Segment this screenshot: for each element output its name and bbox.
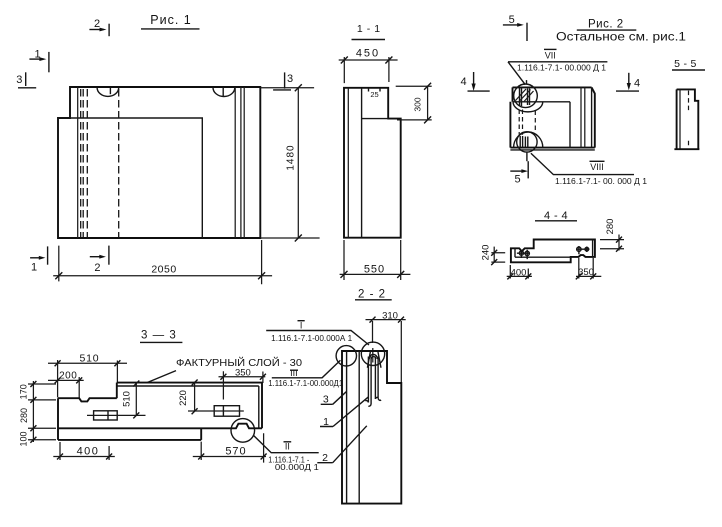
svg-text:4 - 4: 4 - 4 (544, 210, 568, 222)
svg-text:3: 3 (323, 394, 329, 406)
svg-text:550: 550 (364, 264, 385, 276)
svg-text:ФАКТУРНЫЙ СЛОЙ - 30: ФАКТУРНЫЙ СЛОЙ - 30 (176, 356, 302, 369)
svg-text:100: 100 (19, 431, 29, 446)
svg-text:4: 4 (634, 78, 640, 90)
svg-text:1.116.1-7.1- 00.000 Д 1: 1.116.1-7.1- 00.000 Д 1 (517, 64, 607, 73)
svg-text:5: 5 (509, 14, 515, 26)
svg-text:400: 400 (511, 268, 527, 279)
svg-text:400: 400 (77, 446, 100, 458)
svg-text:Рис. 1: Рис. 1 (150, 13, 191, 27)
svg-text:Рис. 2: Рис. 2 (588, 19, 624, 31)
svg-text:1: 1 (323, 416, 329, 428)
svg-text:310: 310 (382, 311, 398, 322)
svg-text:200: 200 (59, 371, 77, 382)
svg-text:2: 2 (94, 18, 100, 30)
svg-text:510: 510 (122, 391, 133, 407)
svg-text:220: 220 (178, 390, 189, 406)
svg-text:450: 450 (356, 48, 380, 60)
svg-text:2: 2 (322, 452, 328, 464)
svg-text:170: 170 (19, 384, 29, 399)
svg-text:2: 2 (94, 262, 100, 274)
svg-text:1.116.1-7.1 -: 1.116.1-7.1 - (268, 456, 309, 465)
svg-text:II: II (285, 441, 290, 451)
svg-text:00.000Д 1: 00.000Д 1 (275, 463, 320, 472)
svg-text:VII: VII (545, 51, 556, 61)
svg-text:280: 280 (19, 408, 29, 423)
svg-text:Остальное см. рис.1: Остальное см. рис.1 (556, 32, 686, 44)
svg-text:2050: 2050 (151, 263, 176, 275)
svg-text:1-1: 1-1 (357, 23, 384, 35)
svg-text:5-5: 5-5 (674, 58, 700, 70)
svg-text:3 — 3: 3 — 3 (141, 330, 177, 342)
svg-text:1.116.1-7.1- 00. 000 Д 1: 1.116.1-7.1- 00. 000 Д 1 (555, 177, 648, 186)
svg-text:I: I (300, 321, 303, 331)
svg-text:5: 5 (514, 173, 520, 185)
svg-text:1480: 1480 (286, 144, 297, 170)
svg-text:III: III (290, 368, 298, 378)
svg-text:1: 1 (31, 262, 37, 274)
svg-text:1.116.1-7.1-00.000Д1: 1.116.1-7.1-00.000Д1 (268, 379, 344, 388)
svg-text:1.116.1-7.1-00.000А 1: 1.116.1-7.1-00.000А 1 (271, 334, 353, 343)
svg-text:300: 300 (413, 97, 423, 111)
svg-text:3: 3 (287, 73, 293, 85)
svg-text:570: 570 (225, 446, 246, 458)
svg-text:240: 240 (481, 245, 492, 261)
svg-text:350: 350 (235, 368, 251, 379)
svg-text:4: 4 (460, 76, 466, 88)
svg-text:510: 510 (80, 352, 100, 364)
svg-text:350: 350 (578, 267, 594, 278)
svg-text:25: 25 (370, 90, 378, 99)
svg-text:VIII: VIII (590, 162, 604, 172)
svg-text:280: 280 (605, 219, 616, 235)
svg-text:2 - 2: 2 - 2 (358, 289, 386, 301)
svg-text:3: 3 (16, 74, 22, 86)
svg-text:1: 1 (34, 49, 40, 61)
